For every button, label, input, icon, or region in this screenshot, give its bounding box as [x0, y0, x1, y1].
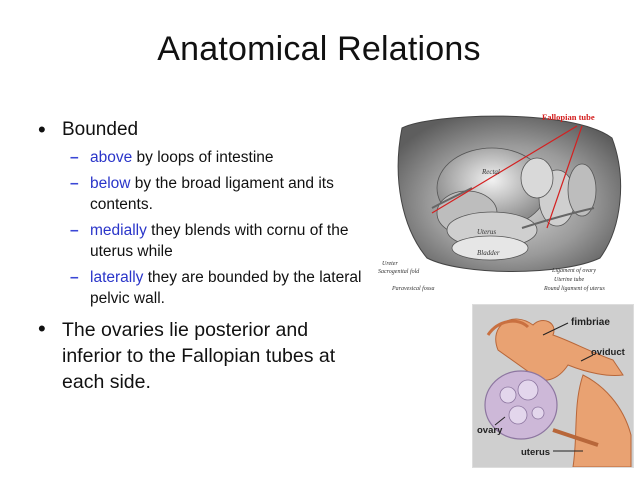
dash-icon: –: [70, 269, 79, 286]
label-paravesical: Paravesical fossa: [391, 285, 435, 292]
label-fimbriae: fimbriae: [571, 317, 610, 328]
sub-bullet-item: – laterally they are bounded by the late…: [70, 267, 368, 309]
bullet-dot-icon: •: [38, 316, 46, 341]
slide-title: Anatomical Relations: [157, 30, 481, 68]
label-round-ligament: Round ligament of uterus: [543, 285, 605, 292]
sub-bullet-text: above by loops of intestine: [90, 147, 274, 168]
bullet-list: • Bounded – above by loops of intestine …: [38, 118, 368, 399]
pelvic-anatomy-illustration: Fallopian tube Rectal Uterus Bladder Ure…: [378, 112, 622, 292]
label-ovary: ovary: [477, 425, 503, 436]
bullet-dot-icon: •: [38, 117, 46, 142]
label-bladder: Bladder: [477, 249, 500, 257]
keyword: medially: [90, 222, 147, 239]
ovary-oviduct-illustration: fimbriae oviduct ovary uterus: [472, 304, 634, 468]
label-fallopian-tube: Fallopian tube: [542, 112, 595, 122]
keyword: above: [90, 149, 133, 166]
sub-bullet-rest: they are bounded by the lateral pelvic w…: [90, 269, 362, 307]
keyword: below: [90, 175, 131, 192]
dash-icon: –: [70, 222, 79, 239]
label-oviduct: oviduct: [591, 347, 626, 358]
label-uterus: uterus: [521, 447, 550, 458]
label-ligament-ovary: Ligament of ovary: [551, 267, 596, 274]
dash-icon: –: [70, 149, 79, 166]
sub-bullet-text: medially they blends with cornu of the u…: [90, 220, 368, 262]
sub-bullet-item: – below by the broad ligament and its co…: [70, 173, 368, 215]
sub-bullet-text: laterally they are bounded by the latera…: [90, 267, 368, 309]
sub-bullet-item: – above by loops of intestine: [70, 147, 368, 168]
sub-bullet-rest: by loops of intestine: [132, 149, 274, 166]
keyword: laterally: [90, 269, 144, 286]
bullet-text: The ovaries lie posterior and inferior t…: [62, 319, 336, 393]
bullet-text: Bounded: [62, 119, 139, 140]
label-ureter: Ureter: [382, 261, 398, 267]
label-uterus: Uterus: [477, 228, 496, 236]
bullet-item: • Bounded: [38, 118, 368, 142]
sub-bullet-rest: they blends with cornu of the uterus whi…: [90, 222, 349, 260]
label-uterine-tube: Uterine tube: [554, 277, 584, 283]
sub-bullet-text: below by the broad ligament and its cont…: [90, 173, 368, 215]
bullet-item: • The ovaries lie posterior and inferior…: [38, 317, 368, 395]
sub-bullet-item: – medially they blends with cornu of the…: [70, 220, 368, 262]
sub-bullet-list: – above by loops of intestine – below by…: [70, 147, 368, 309]
label-rectal: Rectal: [481, 168, 500, 176]
sub-bullet-rest: by the broad ligament and its contents.: [90, 175, 334, 213]
dash-icon: –: [70, 175, 79, 192]
label-sacrogenital: Sacrogenital fold: [378, 268, 420, 275]
